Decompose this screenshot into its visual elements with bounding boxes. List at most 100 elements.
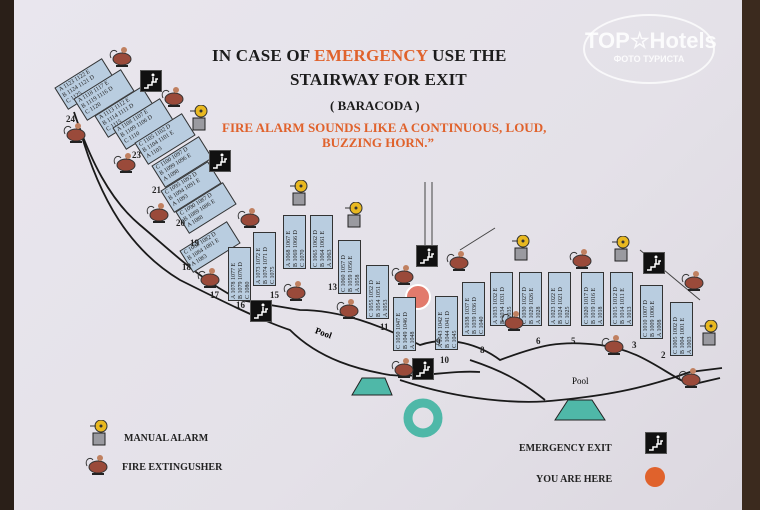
water-feature xyxy=(351,377,393,396)
manual-alarm-icon xyxy=(190,104,208,131)
manual-alarm-icon xyxy=(345,201,363,228)
section-number: 20 xyxy=(176,218,185,228)
building-name: ( BARACODA ) xyxy=(330,98,420,113)
section-number: 15 xyxy=(270,290,279,300)
emergency-exit-icon xyxy=(416,245,438,267)
unit-numbers: C 1040 xyxy=(479,316,485,334)
unit-numbers: C 1070 xyxy=(300,249,306,267)
emergency-exit-icon xyxy=(140,70,162,92)
legend-fire-extinguisher: FIRE EXTINGUSHER xyxy=(122,462,223,473)
unit-numbers: B 1044 1041 D xyxy=(445,311,451,348)
emergency-exit-icon xyxy=(645,432,667,454)
section-number: 11 xyxy=(380,322,389,332)
section-number: 19 xyxy=(190,238,199,248)
title-line-2: STAIRWAY FOR EXIT xyxy=(290,70,467,89)
stair-line xyxy=(459,227,496,251)
section-number: 3 xyxy=(632,340,637,350)
unit-numbers: A 1058 xyxy=(355,274,361,292)
unit-numbers: A 1063 xyxy=(327,249,333,267)
fire-extinguisher-icon xyxy=(600,332,626,356)
fire-extinguisher-icon xyxy=(108,44,134,68)
unit-numbers: B 1029 1026 E xyxy=(529,287,535,324)
unit-numbers: B 1079 1076 D xyxy=(238,262,244,299)
manual-alarm-icon xyxy=(512,234,530,261)
manual-alarm-icon xyxy=(700,319,718,346)
title-line-1: IN CASE OF EMERGENCY USE THE xyxy=(212,46,507,66)
unit-numbers: A 1048 xyxy=(410,331,416,349)
section-number: 13 xyxy=(328,282,337,292)
watermark-brand: TOP☆Hotels xyxy=(585,28,717,53)
unit-numbers: C 1080 xyxy=(245,281,251,299)
manual-alarm-icon xyxy=(90,419,108,446)
unit-numbers: B 1064 1061 E xyxy=(320,230,326,267)
you-are-here-legend-icon xyxy=(645,467,665,487)
unit-numbers: A 1023 1022 E xyxy=(551,287,557,324)
legend-emergency-exit: EMERGENCY EXIT xyxy=(519,443,612,454)
unit-numbers: C 1015 1012 D xyxy=(613,287,619,324)
fire-extinguisher-icon xyxy=(62,120,88,144)
unit-numbers: C 1060 1057 D xyxy=(341,255,347,292)
unit-numbers: B 1004 1001 E xyxy=(680,317,686,354)
unit-numbers: B 1014 1011 E xyxy=(620,288,626,324)
title-text: IN CASE OF xyxy=(212,46,315,65)
unit-numbers: B 1049 1046 D xyxy=(403,312,409,349)
unit-numbers: A 1078 1077 E xyxy=(231,262,237,299)
section-number: 18 xyxy=(182,262,191,272)
unit-numbers: C 1005 1002 D xyxy=(673,317,679,354)
legend-manual-alarm: MANUAL ALARM xyxy=(124,433,209,444)
unit-numbers: B 1054 1051 E xyxy=(376,280,382,317)
fire-extinguisher-icon xyxy=(112,150,138,174)
unit-numbers: A 1068 1067 E xyxy=(286,230,292,267)
unit-numbers: A 1033 1032 E xyxy=(493,287,499,324)
section-number: 23 xyxy=(132,150,141,160)
unit-numbers: C 1025 xyxy=(565,306,571,324)
unit-numbers: A 1073 1072 E xyxy=(256,247,262,284)
emergency-exit-icon xyxy=(209,150,231,172)
fire-extinguisher-icon xyxy=(236,205,262,229)
watermark-logo: TOP☆Hotels ФОТО ТУРИСТА xyxy=(583,14,717,84)
unit-numbers: B 1019 1016 E xyxy=(591,287,597,324)
pool-label: Pool xyxy=(572,376,589,386)
fire-extinguisher-icon xyxy=(196,265,222,289)
unit-numbers: C 1055 1052 D xyxy=(369,280,375,317)
walkway-path xyxy=(469,359,546,401)
walkway-path xyxy=(399,367,723,403)
unit-numbers: B 1009 1006 E xyxy=(650,300,656,337)
unit-numbers: C 1045 xyxy=(452,330,458,348)
fire-extinguisher-icon xyxy=(390,262,416,286)
fountain-ring xyxy=(403,398,443,438)
alarm-note-1: FIRE ALARM SOUNDS LIKE A CONTINUOUS, LOU… xyxy=(222,120,547,135)
frame-edge xyxy=(742,0,760,510)
unit-numbers: A 1018 xyxy=(598,306,604,324)
unit-numbers: A 1008 xyxy=(657,319,663,337)
unit-numbers: B 1074 1071 D xyxy=(263,247,269,284)
manual-alarm-icon xyxy=(612,235,630,262)
fire-extinguisher-icon xyxy=(500,308,526,332)
unit-numbers: A 1003 xyxy=(687,336,693,354)
watermark-sub: ФОТО ТУРИСТА xyxy=(613,54,685,64)
legend-you-are-here: YOU ARE HERE xyxy=(536,474,613,485)
alarm-note-2: BUZZING HORN.” xyxy=(322,135,434,150)
unit-numbers: A 1013 xyxy=(627,306,633,324)
section-number: 10 xyxy=(440,355,449,365)
emergency-exit-icon xyxy=(250,300,272,322)
unit-numbers: C 1075 xyxy=(270,266,276,284)
section-number: 17 xyxy=(210,290,219,300)
section-number: 2 xyxy=(661,350,666,360)
unit-numbers: A 1038 1037 E xyxy=(465,297,471,334)
fire-extinguisher-icon xyxy=(282,278,308,302)
title-emergency: EMERGENCY xyxy=(314,46,428,65)
emergency-exit-icon xyxy=(412,358,434,380)
unit-numbers: A 1053 xyxy=(383,299,389,317)
unit-numbers: C 1050 1047 E xyxy=(396,312,402,349)
unit-numbers: B 1039 1036 D xyxy=(472,297,478,334)
